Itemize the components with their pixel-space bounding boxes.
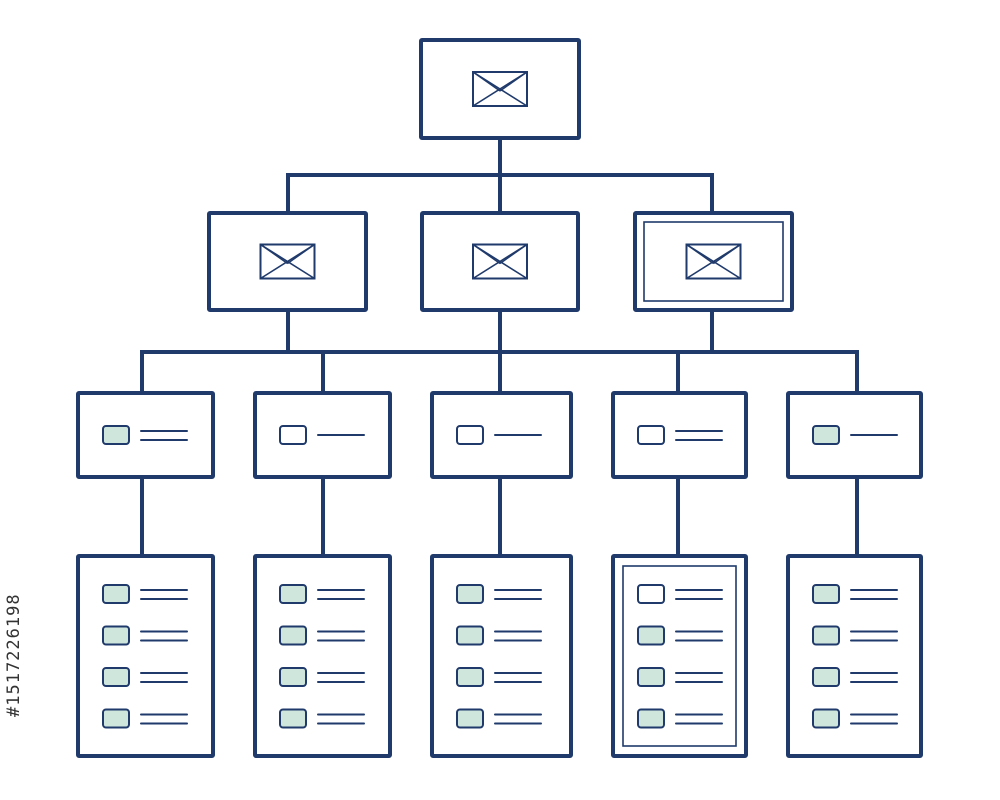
level3-node <box>253 554 392 758</box>
checkbox-empty-icon <box>456 425 484 445</box>
list-row <box>456 625 542 646</box>
level3-node-frame <box>786 554 923 758</box>
checkbox-filled-icon <box>279 584 307 604</box>
level1-node <box>633 211 794 312</box>
list-row <box>102 625 188 646</box>
checkbox-filled-icon <box>456 584 484 604</box>
level3-node-frame <box>430 554 573 758</box>
checkbox-filled-icon <box>279 708 307 729</box>
list-row <box>279 708 365 729</box>
checkbox-filled-icon <box>812 425 840 445</box>
envelope-flap <box>686 243 714 265</box>
list-row <box>456 667 542 687</box>
image-placeholder-icon <box>685 243 742 280</box>
envelope-flap <box>472 243 501 265</box>
image-placeholder-icon <box>259 243 316 280</box>
list-row <box>637 708 723 729</box>
level3-node-frame <box>611 554 748 758</box>
level3-node <box>786 554 923 758</box>
watermark-id-text: #1517226198 <box>4 593 24 717</box>
envelope-flap <box>287 243 315 265</box>
checkbox-empty-icon <box>637 425 665 445</box>
inner-frame <box>643 221 784 302</box>
list-row <box>279 667 365 687</box>
list-row <box>102 708 188 729</box>
checkbox-empty-icon <box>637 584 665 604</box>
checkbox-filled-icon <box>102 708 130 729</box>
checkbox-filled-icon <box>102 425 130 445</box>
envelope-flap <box>472 71 501 92</box>
checkbox-filled-icon <box>102 625 130 646</box>
envelope-flap <box>499 71 528 92</box>
list-row <box>812 584 898 604</box>
list-row <box>812 625 898 646</box>
list-row <box>456 708 542 729</box>
checkbox-filled-icon <box>812 708 840 729</box>
envelope-flap <box>260 243 288 265</box>
level2-node-frame <box>611 391 748 479</box>
level3-node <box>76 554 215 758</box>
level2-node <box>76 391 215 479</box>
level3-node <box>430 554 573 758</box>
list-row <box>637 584 723 604</box>
checkbox-filled-icon <box>812 584 840 604</box>
level2-node <box>786 391 923 479</box>
checkbox-filled-icon <box>279 667 307 687</box>
image-placeholder-icon <box>472 243 528 280</box>
checkbox-filled-icon <box>279 625 307 646</box>
checkbox-filled-icon <box>637 667 665 687</box>
list-row <box>102 667 188 687</box>
list-row <box>637 667 723 687</box>
level3-node-frame <box>76 554 215 758</box>
level2-node-frame <box>76 391 215 479</box>
checkbox-filled-icon <box>102 667 130 687</box>
list-row <box>812 708 898 729</box>
inner-frame <box>622 565 737 747</box>
checkbox-filled-icon <box>456 625 484 646</box>
level3-node-frame <box>253 554 392 758</box>
level1-node <box>207 211 368 312</box>
list-row <box>456 584 542 604</box>
checkbox-filled-icon <box>456 667 484 687</box>
checkbox-empty-icon <box>279 425 307 445</box>
level2-node <box>611 391 748 479</box>
checkbox-filled-icon <box>637 708 665 729</box>
list-row <box>637 625 723 646</box>
level2-node <box>430 391 573 479</box>
list-row <box>279 625 365 646</box>
envelope-flap <box>499 243 528 265</box>
list-row <box>812 667 898 687</box>
checkbox-filled-icon <box>102 584 130 604</box>
connector-lines <box>140 136 859 558</box>
image-placeholder-icon <box>472 71 528 107</box>
root-node <box>419 38 581 140</box>
checkbox-filled-icon <box>812 625 840 646</box>
level2-node <box>253 391 392 479</box>
checkbox-filled-icon <box>812 667 840 687</box>
envelope-flap <box>713 243 741 265</box>
checkbox-filled-icon <box>637 625 665 646</box>
level1-node <box>420 211 580 312</box>
list-row <box>279 584 365 604</box>
level3-node <box>611 554 748 758</box>
checkbox-filled-icon <box>456 708 484 729</box>
list-row <box>102 584 188 604</box>
